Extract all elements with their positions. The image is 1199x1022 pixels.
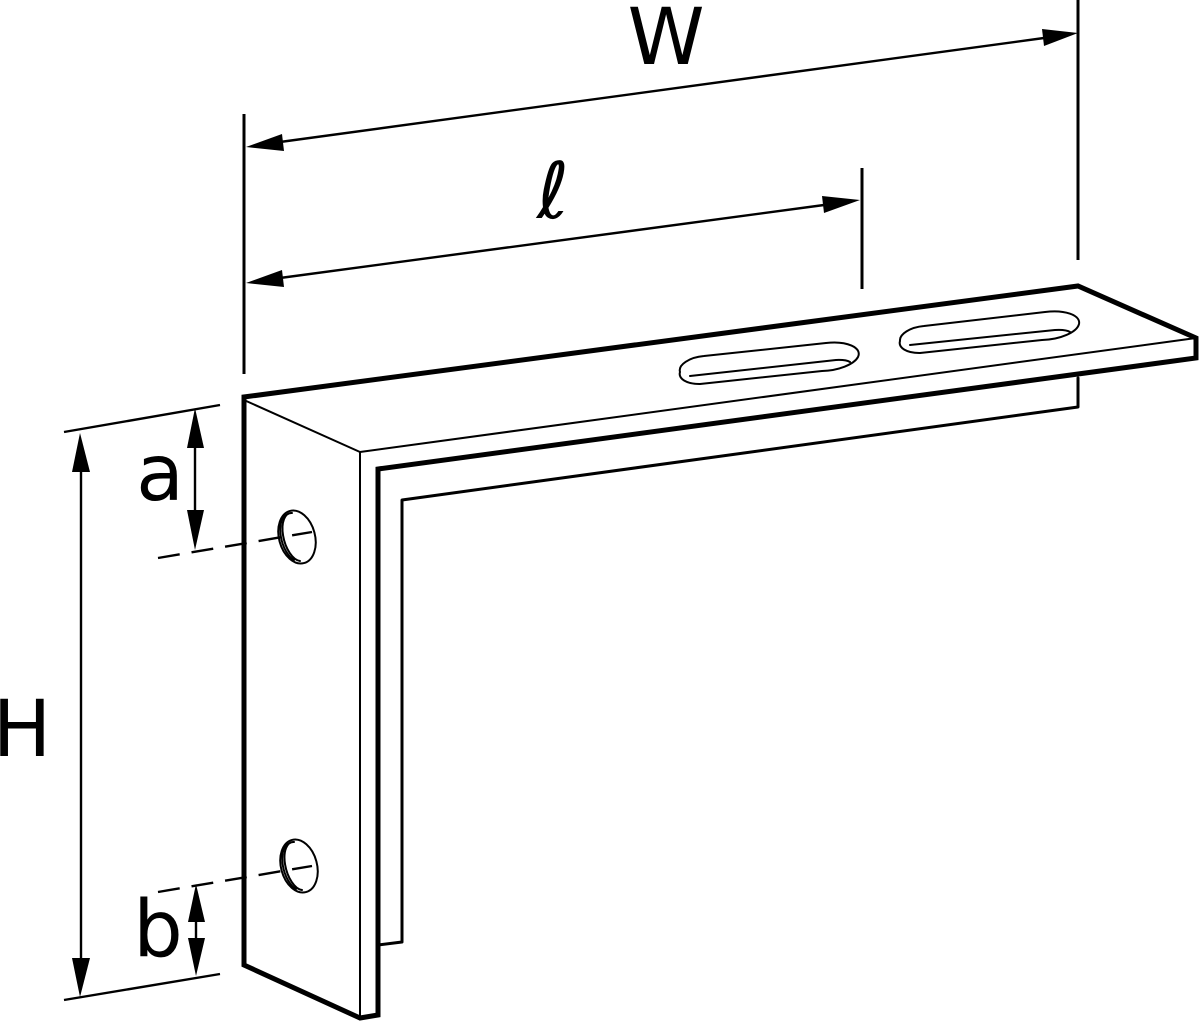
vertical-flange-outline bbox=[241, 283, 1199, 1021]
label-top-offset: a bbox=[136, 429, 184, 519]
flange-slots bbox=[678, 310, 1081, 386]
hole-bottom bbox=[279, 838, 319, 894]
dimension-bottom-offset bbox=[188, 884, 205, 976]
vertical-flange-edge bbox=[243, 399, 361, 1019]
slot-right bbox=[898, 310, 1081, 355]
dimension-top-offset bbox=[187, 408, 204, 550]
dimension-width bbox=[246, 29, 1078, 151]
label-width: W bbox=[627, 0, 704, 83]
dimension-length bbox=[246, 196, 860, 287]
horizontal-flange-edge bbox=[359, 337, 1197, 453]
label-height: H bbox=[0, 685, 51, 775]
label-bottom-offset: b bbox=[133, 885, 183, 975]
label-length: ℓ bbox=[535, 147, 569, 237]
extension-lines bbox=[63, 0, 1080, 1002]
centerline-bottom-hole bbox=[157, 864, 313, 894]
dimension-height bbox=[72, 433, 90, 997]
inner-angle bbox=[376, 376, 1080, 947]
angle-bracket bbox=[241, 283, 1199, 1021]
slot-left bbox=[678, 341, 860, 386]
hole-top bbox=[277, 509, 317, 565]
centerline-top-hole bbox=[157, 530, 313, 560]
flange-holes bbox=[277, 509, 319, 894]
